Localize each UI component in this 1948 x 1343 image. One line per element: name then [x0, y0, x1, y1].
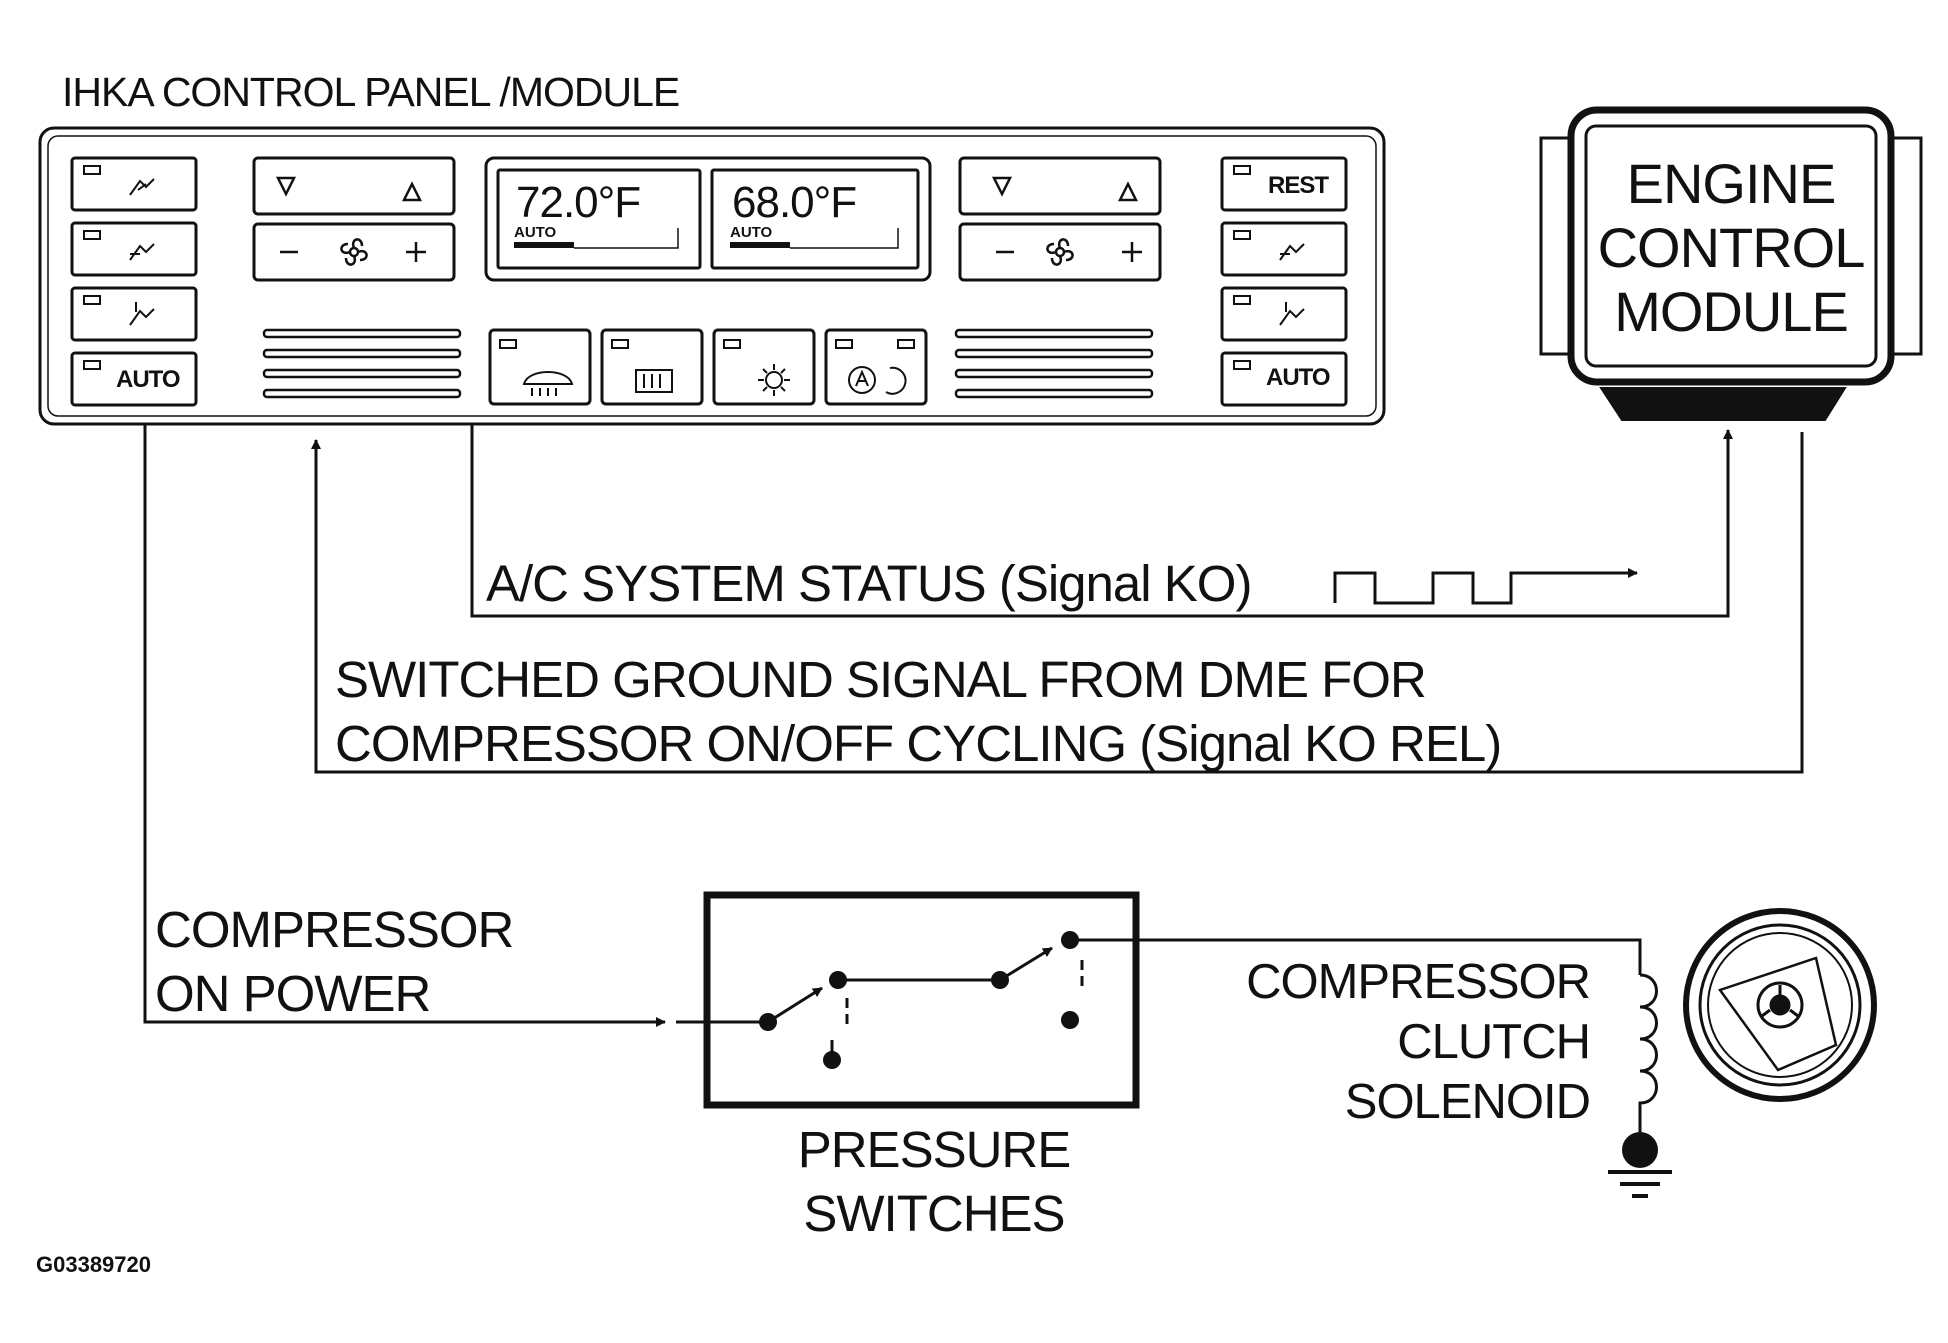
pressure-switches-box	[703, 891, 1140, 1109]
pulse-waveform	[1333, 568, 1638, 605]
clutch-label-line1: COMPRESSOR	[1246, 955, 1591, 1009]
recirculation-icon	[848, 366, 907, 395]
right-button-column	[1220, 156, 1348, 407]
compressor-power-label: COMPRESSOR ON POWER	[155, 898, 514, 1026]
ground-signal-wire	[311, 432, 1804, 774]
clutch-label-line2: CLUTCH	[1397, 1015, 1591, 1069]
ecm-label-line1: ENGINE	[1626, 152, 1837, 215]
compressor-clutch-pulley	[1683, 908, 1877, 1102]
down-triangle-icon	[275, 176, 297, 197]
vent-icon	[1279, 243, 1305, 261]
ground-icon	[1608, 1132, 1672, 1198]
switch-contacts	[759, 931, 1079, 1069]
level-bar	[514, 242, 574, 248]
vent-icon	[1279, 302, 1305, 326]
vent-mid-button-right[interactable]	[1220, 221, 1348, 277]
fan-icon	[1046, 238, 1074, 266]
left-button-column	[70, 156, 198, 407]
vent-grille	[262, 328, 1154, 399]
vent-icon	[129, 243, 155, 261]
left-temp-rocker[interactable]	[252, 156, 456, 216]
ihka-control-panel	[38, 126, 1386, 426]
left-temp-readout: 72.0°F	[516, 178, 641, 227]
left-fan-rocker[interactable]	[252, 222, 456, 282]
panel-title: IHKA CONTROL PANEL /MODULE	[62, 69, 680, 115]
compressor-power-line2: ON POWER	[155, 965, 431, 1022]
vent-icon	[129, 178, 155, 196]
vent-icon	[129, 302, 155, 326]
ground-signal-line1: SWITCHED GROUND SIGNAL FROM DME FOR	[335, 651, 1427, 708]
down-triangle-icon	[991, 176, 1013, 197]
ecm-label-line2: CONTROL	[1597, 216, 1866, 279]
pressure-switches-label: PRESSURE SWITCHES	[784, 1118, 1084, 1246]
left-auto-label: AUTO	[116, 366, 181, 393]
solenoid-wire	[1070, 938, 1642, 975]
windshield-defrost-icon	[522, 371, 574, 396]
vent-up-button[interactable]	[70, 156, 198, 212]
clutch-solenoid-label: COMPRESSOR CLUTCH SOLENOID	[1230, 952, 1591, 1132]
status-signal-label: A/C SYSTEM STATUS (Signal KO)	[486, 555, 1252, 612]
plus-icon	[406, 242, 426, 262]
vent-down-button-right[interactable]	[1220, 286, 1348, 342]
right-temp-readout: 68.0°F	[732, 178, 857, 227]
right-temp-rocker[interactable]	[958, 156, 1162, 216]
ground-signal-line2: COMPRESSOR ON/OFF CYCLING (Signal KO REL…	[335, 715, 1502, 772]
level-bar	[730, 242, 790, 248]
plus-icon	[1122, 242, 1142, 262]
sun-icon	[758, 364, 790, 396]
left-auto-indicator: AUTO	[514, 224, 557, 241]
fan-icon	[340, 238, 368, 266]
rest-button[interactable]	[1220, 156, 1348, 212]
pressure-switches-line1: PRESSURE	[797, 1121, 1072, 1178]
right-auto-indicator: AUTO	[730, 224, 773, 241]
up-triangle-icon	[1117, 181, 1139, 202]
up-triangle-icon	[401, 181, 423, 202]
ecm-label: ENGINE CONTROL MODULE	[1575, 152, 1887, 344]
pressure-switches-line2: SWITCHES	[803, 1185, 1065, 1242]
max-ac-button[interactable]	[712, 328, 816, 406]
solenoid-coil	[1638, 973, 1658, 1140]
status-signal-wire	[470, 424, 1733, 618]
recirculation-button[interactable]	[824, 328, 928, 406]
vent-down-button[interactable]	[70, 286, 198, 342]
figure-id: G03389720	[36, 1252, 151, 1277]
ecm-label-line3: MODULE	[1614, 280, 1849, 343]
engine-control-module	[1539, 106, 1923, 421]
right-auto-button[interactable]	[1220, 351, 1348, 407]
compressor-power-wire	[143, 424, 666, 1027]
right-fan-rocker[interactable]	[958, 222, 1162, 282]
rest-label: REST	[1268, 172, 1329, 199]
right-auto-label: AUTO	[1266, 364, 1331, 391]
compressor-power-line1: COMPRESSOR	[155, 901, 514, 958]
rear-window-icon	[635, 369, 673, 393]
vent-mid-button[interactable]	[70, 221, 198, 277]
ground-signal-label: SWITCHED GROUND SIGNAL FROM DME FOR COMP…	[335, 648, 1502, 776]
left-auto-button[interactable]	[70, 351, 198, 407]
clutch-label-line3: SOLENOID	[1344, 1075, 1591, 1129]
